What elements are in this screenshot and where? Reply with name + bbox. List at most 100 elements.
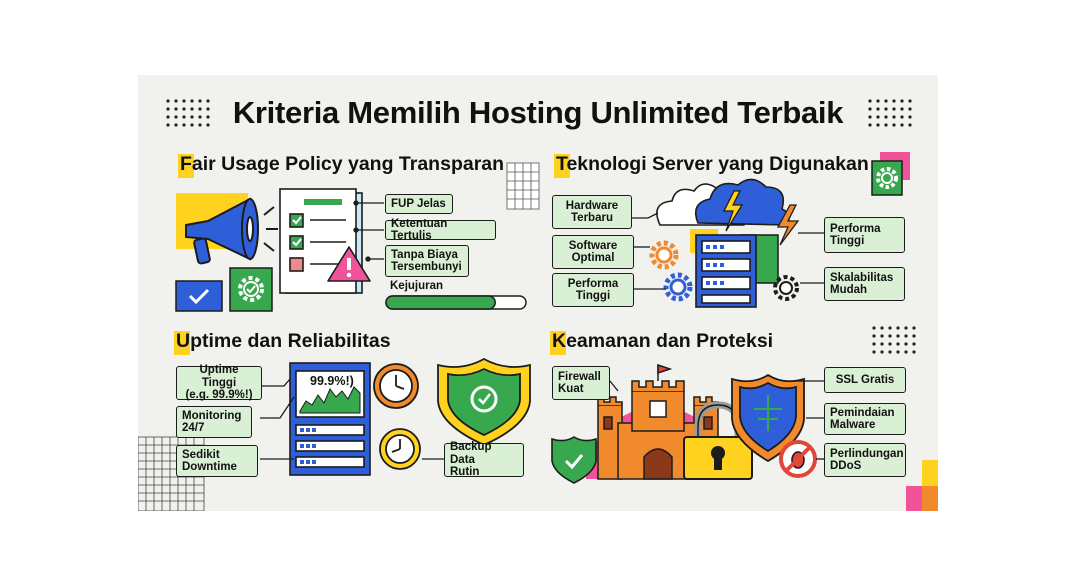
clock-icon xyxy=(373,363,419,409)
dot xyxy=(198,99,202,103)
dot xyxy=(876,107,880,111)
section-title-security: Keamanan dan Proteksi xyxy=(550,330,773,355)
dot xyxy=(166,115,170,119)
dot xyxy=(872,350,876,354)
dot xyxy=(198,123,202,127)
lightning-icon xyxy=(722,190,800,246)
dot xyxy=(206,123,210,127)
meter-fill xyxy=(385,295,496,310)
dot xyxy=(904,326,908,330)
dot xyxy=(900,107,904,111)
dot xyxy=(892,115,896,119)
dot xyxy=(206,115,210,119)
dot xyxy=(174,123,178,127)
dot xyxy=(166,107,170,111)
dot xyxy=(912,342,916,346)
label-firewall-kuat: Firewall Kuat xyxy=(552,366,610,400)
dot xyxy=(872,334,876,338)
dot xyxy=(182,123,186,127)
dot xyxy=(190,107,194,111)
dot xyxy=(888,326,892,330)
dot-grid-decoration xyxy=(166,99,916,354)
label-performa-tinggi-left: Performa Tinggi xyxy=(552,273,634,307)
server-rack-icon xyxy=(289,362,371,476)
meter-label-kejujuran: Kejujuran xyxy=(390,280,444,292)
label-hardware-terbaru: Hardware Terbaru xyxy=(552,195,632,229)
dot xyxy=(888,342,892,346)
dot xyxy=(868,115,872,119)
dot xyxy=(908,115,912,119)
clock-icon xyxy=(379,428,421,470)
dot xyxy=(912,350,916,354)
dot xyxy=(912,326,916,330)
dot xyxy=(206,107,210,111)
dot xyxy=(888,350,892,354)
dot xyxy=(884,99,888,103)
color-block-decoration xyxy=(906,486,922,511)
megaphone-icon xyxy=(185,197,278,265)
server-rack-icon xyxy=(695,234,757,308)
warning-icon xyxy=(327,246,371,282)
dot xyxy=(892,107,896,111)
dot xyxy=(896,326,900,330)
label-monitoring: Monitoring 24/7 xyxy=(176,406,252,438)
dot xyxy=(174,99,178,103)
label-pemindaian-malware: Pemindaian Malware xyxy=(824,403,906,435)
shield-check-icon xyxy=(551,436,597,484)
security-shield-icon xyxy=(731,373,805,463)
label-uptime-tinggi: Uptime Tinggi (e.g. 99.9%!) xyxy=(176,364,262,401)
section-title-uptime: Uptime dan Reliabilitas xyxy=(174,330,391,355)
dot xyxy=(166,99,170,103)
dot xyxy=(198,107,202,111)
dot xyxy=(880,350,884,354)
label-fup-jelas: FUP Jelas xyxy=(385,194,453,214)
cloud-icon xyxy=(656,178,790,226)
dot xyxy=(900,115,904,119)
section-title-fup: Fair Usage Policy yang Transparan xyxy=(178,153,504,178)
dot xyxy=(174,107,178,111)
label-sedikit-downtime: Sedikit Downtime xyxy=(176,445,258,477)
label-software-optimal: Software Optimal xyxy=(552,235,634,269)
dot xyxy=(868,123,872,127)
dot xyxy=(876,115,880,119)
dot xyxy=(876,123,880,127)
dot xyxy=(908,107,912,111)
dot xyxy=(884,115,888,119)
dot xyxy=(206,99,210,103)
color-block-decoration xyxy=(922,460,938,486)
dot xyxy=(880,342,884,346)
dot xyxy=(880,326,884,330)
bug-blocked-icon xyxy=(779,440,817,478)
infographic-canvas: Kriteria Memilih Hosting Unlimited Terba… xyxy=(138,75,938,511)
dot xyxy=(892,99,896,103)
dot xyxy=(892,123,896,127)
dot xyxy=(904,342,908,346)
gear-icon xyxy=(649,240,799,302)
label-backup-data: Backup Data Rutin xyxy=(444,441,524,478)
label-ssl-gratis: SSL Gratis xyxy=(824,367,906,393)
label-perlindungan-ddos: Perlindungan DDoS xyxy=(824,443,906,477)
dot xyxy=(908,99,912,103)
page-title: Kriteria Memilih Hosting Unlimited Terba… xyxy=(232,95,844,130)
dot xyxy=(888,334,892,338)
dot xyxy=(166,123,170,127)
dot xyxy=(182,107,186,111)
dot xyxy=(900,99,904,103)
section-title-tech: Teknologi Server yang Digunakan xyxy=(554,153,869,178)
dot xyxy=(868,107,872,111)
dot xyxy=(872,342,876,346)
dot xyxy=(182,99,186,103)
uptime-illustration xyxy=(260,357,531,476)
dot xyxy=(884,107,888,111)
color-block-decoration xyxy=(922,486,938,511)
dot xyxy=(904,350,908,354)
dot xyxy=(896,342,900,346)
dot xyxy=(872,326,876,330)
uptime-screen-value: 99.9%!) xyxy=(310,374,354,388)
dot xyxy=(190,115,194,119)
label-performa-tinggi-right: Performa Tinggi xyxy=(824,217,905,253)
dot xyxy=(912,334,916,338)
dot xyxy=(880,334,884,338)
dot xyxy=(174,115,178,119)
dot xyxy=(900,123,904,127)
